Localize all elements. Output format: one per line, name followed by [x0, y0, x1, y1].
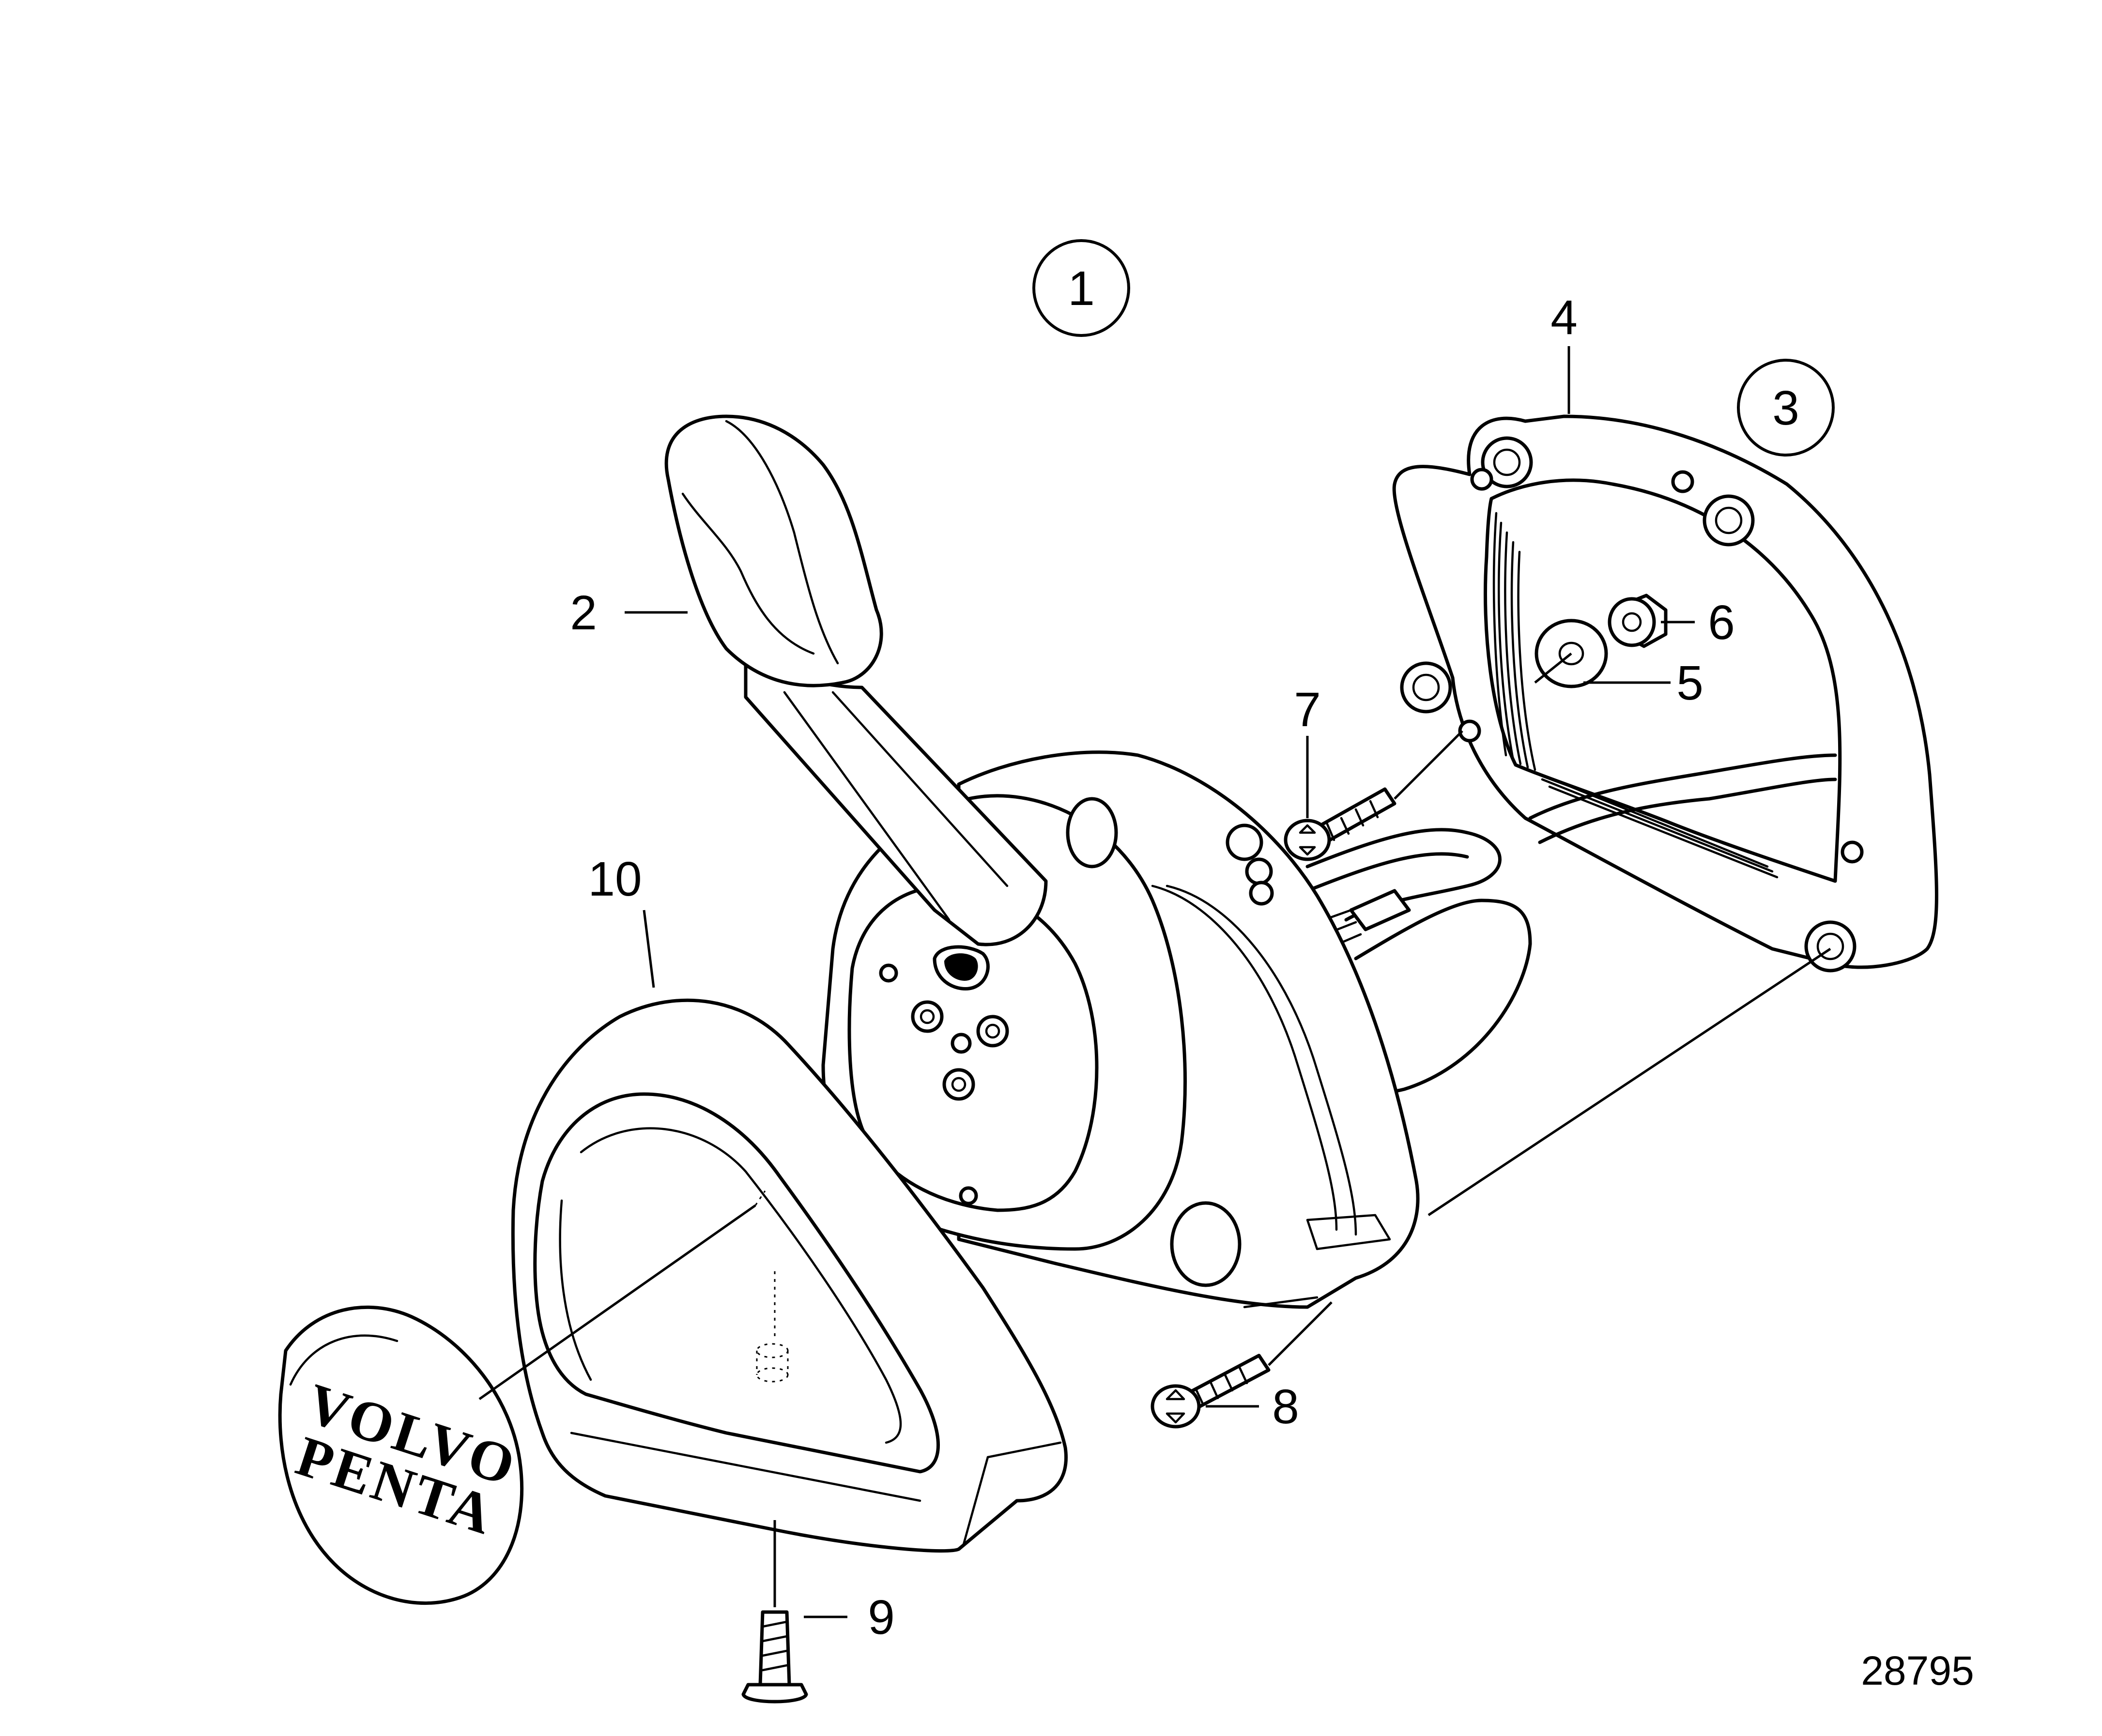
callout-8-label: 8 — [1272, 1380, 1299, 1434]
callout-3: 3 — [1737, 359, 1835, 457]
callout-6-label: 6 — [1708, 595, 1735, 650]
callout-1-label: 1 — [1068, 261, 1095, 316]
front-cover — [511, 998, 1068, 1553]
screw-9 — [741, 1610, 808, 1704]
callout-2-label: 2 — [570, 586, 597, 640]
callout-3-label: 3 — [1772, 381, 1799, 435]
screw-8 — [1151, 1354, 1271, 1429]
frame-bolt-hole — [1671, 470, 1694, 493]
drawing-number: 28795 — [1861, 1648, 1974, 1693]
cover-screw-boss — [756, 1343, 789, 1383]
nut — [1608, 594, 1668, 648]
mounting-frame — [1392, 414, 1938, 973]
control-lever — [664, 414, 1048, 946]
control-housing — [821, 750, 1420, 1309]
volvo-penta-cap: VOLVO PENTA — [278, 1305, 525, 1605]
callout-1: 1 — [1032, 239, 1130, 337]
callout-5-label: 5 — [1676, 656, 1703, 710]
callout-10-label: 10 — [588, 852, 642, 906]
lever-slot — [933, 945, 990, 990]
frame-bolt-hole — [1400, 661, 1452, 714]
frame-bolt-hole — [1481, 436, 1533, 488]
frame-bolt-hole — [1470, 468, 1493, 491]
callout-9-label: 9 — [868, 1590, 895, 1645]
screw-7 — [1284, 787, 1396, 861]
callout-7-label: 7 — [1294, 683, 1321, 737]
frame-bolt-hole — [1841, 840, 1864, 864]
frame-bolt-hole — [1703, 494, 1755, 547]
leader-lines — [478, 346, 1831, 1618]
frame-bolt-hole — [1804, 920, 1857, 973]
callout-4-label: 4 — [1550, 290, 1578, 345]
frame-bolt-hole — [1458, 719, 1481, 743]
